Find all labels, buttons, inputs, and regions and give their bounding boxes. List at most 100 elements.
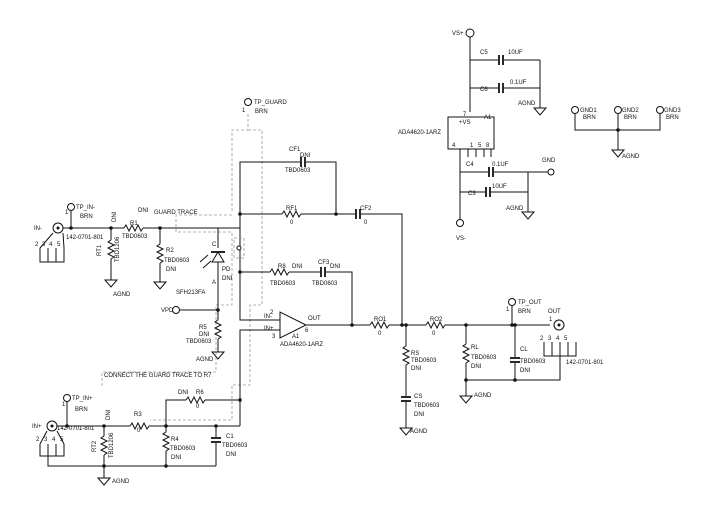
r1-value: TBD0603 [122,234,148,240]
r4-ref: R4 [171,437,179,443]
in-minus-pins: 2 [35,242,39,248]
ground-test-points: GND1 GND2 GND3 BRN BRN BRN AGND [571,106,681,160]
tp-guard-pin: 1 [242,108,246,114]
tp-in-minus-label: TP_IN- [76,205,95,211]
in-minus-label: IN- [34,226,42,232]
gnd-label: GND [542,158,556,164]
out-part: 142-0701-801 [566,360,604,366]
a1-pin5: 5 [478,143,482,149]
out-pin-2: 2 [540,336,544,342]
rt2-dni: DNI [106,409,112,420]
tp-out-brn: BRN [518,309,531,315]
svg-text:4: 4 [49,242,53,248]
r3-ref: R3 [134,412,142,418]
tp-in-plus-brn: BRN [75,407,88,413]
rt2-value: TBD1206 [109,432,115,458]
svg-text:3: 3 [548,336,552,342]
r2-value: TBD0603 [164,258,190,264]
feedback-network: CF1 DNI TBD0603 RF1 0 CF2 0 R8 DNI TBD06… [238,147,403,325]
cf2-value: 0 [364,220,368,226]
rs-value: TBD0603 [411,358,437,364]
tp-in-plus-label: TP_IN+ [72,396,93,402]
rt1-dni: DNI [112,211,118,222]
rf1-ref: RF1 [286,206,298,212]
output-stage: RO1 0 RO2 0 RS TBD0603 DNI CS TBD0603 DN… [369,298,604,436]
pd-dni: DNI [222,276,233,282]
cf3-value: TBD0603 [312,281,338,287]
r8-value: TBD0603 [270,281,296,287]
a1-pin7: 7 [463,112,467,118]
cs-dni: DNI [414,412,425,418]
in-minus-section: TP_IN- BRN 1 IN- 142-0701-801 2 3 4 5 R1… [34,203,240,298]
a1-pin4: 4 [452,143,456,149]
r6-value: 0 [196,404,200,410]
c5-ref: C5 [480,50,488,56]
a1-pin-vs-label: +VS [459,120,471,126]
opamp-pin3: 3 [272,334,276,340]
ro2-value: 0 [432,331,436,337]
r4-dni: DNI [171,455,182,461]
gnd2-brn: BRN [624,115,637,121]
opamp-pin2: 2 [270,310,274,316]
cf1-value: TBD0603 [285,168,311,174]
r6-ref: R6 [196,390,204,396]
a1-power-body [447,116,495,150]
photodiode: C A PD DNI SFH213FA VPD R5 DNI TBD0603 A… [161,227,245,363]
cs-ref: CS [414,394,422,400]
svg-text:4: 4 [556,336,560,342]
agnd-r5: AGND [196,357,214,363]
cl-value: TBD0603 [520,359,546,365]
vpd-label: VPD [161,308,174,314]
a1-pin1: 1 [470,143,474,149]
a1-power-ic: A1 +VS ADA4620-1ARZ 7 4 1 5 8 [398,112,495,220]
rs-ref: RS [411,351,419,357]
opamp-in-minus: IN- [264,314,272,320]
pd-symbol [211,251,225,263]
power-section: VS+ C5 10UF C6 0.1UF AGND [452,28,548,116]
r8-dni: DNI [292,264,303,270]
vs-plus-terminal [465,28,475,38]
c6-value: 0.1UF [510,80,527,86]
rs-dni: DNI [411,366,422,372]
opamp-part: ADA4620-1ARZ [280,342,323,348]
svg-text:5: 5 [57,242,61,248]
in-minus-part: 142-0701-801 [66,235,104,241]
in-plus-part: 142-0701-801 [57,426,95,432]
agnd-label-2: AGND [506,206,524,212]
agnd-label: AGND [518,101,536,107]
tp-out-pin: 1 [506,307,510,313]
r8-ref: R8 [278,264,286,270]
ro1-value: 0 [378,331,382,337]
guard-note: CONNECT THE GUARD TRACE TO R7 [104,373,212,379]
ro1-ref: RO1 [374,317,387,323]
opamp-in-plus: IN+ [264,326,274,332]
c5-value: 10UF [508,50,523,56]
agnd-rl: AGND [474,393,492,399]
rt2-ref: RT2 [92,440,98,452]
a1-power-ref: A1 [484,115,492,121]
agnd-cs: AGND [410,429,428,435]
r3-value: 0 [137,428,141,434]
gnd3-brn: BRN [666,115,679,121]
svg-text:3: 3 [42,242,46,248]
rt1-value: TBD1206 [115,236,121,262]
opamp-a1: IN- IN+ 2 3 OUT 6 A1 ADA4620-1ARZ [250,310,370,348]
opamp-pin6: 6 [305,328,309,334]
r2-ref: R2 [166,248,174,254]
c1-ref: C1 [226,434,234,440]
guard-trace-outline [101,114,263,421]
gnd-terminal [547,168,555,176]
cl-dni: DNI [520,368,531,374]
svg-text:5: 5 [564,336,568,342]
out-pin1: 1 [549,317,553,323]
c3-value: 10UF [492,184,507,190]
cf3-ref: CF3 [318,260,330,266]
r5-dni: DNI [199,332,210,338]
vpd-terminal [172,306,180,314]
r1-dni: DNI [138,208,149,214]
c6-ref: C6 [480,87,488,93]
pd-pin-a: A [212,280,216,286]
decoupling-negative: C4 0.1UF GND C3 10UF AGND VS- [456,158,556,242]
vs-minus-label: VS- [456,236,466,242]
